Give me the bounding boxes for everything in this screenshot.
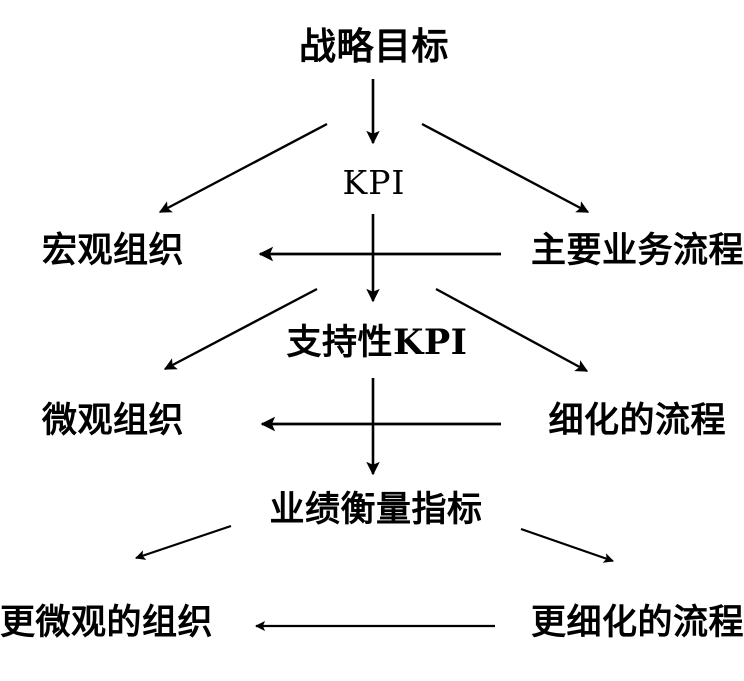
node-main-process: 主要业务流程 (530, 230, 744, 271)
arrow-goal-to-main-process (421, 122, 590, 214)
node-kpi: KPI (342, 163, 406, 202)
arrow-performance-metrics-to-finer-org (135, 524, 232, 560)
arrow-performance-metrics-to-finer-process (520, 527, 614, 563)
node-supporting-kpi: 支持性KPI (286, 322, 468, 363)
node-macro-org: 宏观组织 (42, 230, 185, 271)
node-finer-org: 更微观的组织 (0, 602, 214, 643)
node-strategic-goal: 战略目标 (299, 24, 449, 68)
node-micro-org: 微观组织 (42, 400, 185, 441)
node-detailed-process: 细化的流程 (548, 400, 726, 441)
arrow-goal-to-macro-org (158, 122, 328, 214)
arrow-supporting-kpi-to-detailed-process (435, 287, 589, 373)
node-performance-metrics: 业绩衡量指标 (269, 489, 483, 530)
node-finer-process: 更细化的流程 (530, 602, 744, 643)
arrow-supporting-kpi-to-micro-org (163, 287, 318, 371)
